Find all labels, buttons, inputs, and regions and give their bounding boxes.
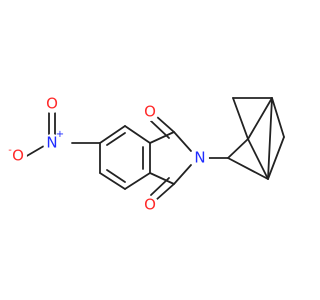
nitro-n-label: N [46, 134, 57, 152]
nitro-o-minus-charge: - [8, 145, 12, 156]
nitro-o-minus-atom: O - [8, 145, 27, 165]
bond-bicyclic-2 [232, 97, 249, 140]
bond-carbonyl-bottom-a [155, 183, 175, 201]
bond-benzene-4 [124, 172, 151, 190]
molecule-canvas: N + O - O N O O [8, 94, 285, 214]
nitro-n-charge: + [56, 129, 64, 140]
bond-carbonyl-top-b [150, 120, 170, 139]
nitro-o-top-atom: O [43, 95, 61, 113]
atom-label-layer: N + O - O N O O [8, 95, 209, 214]
bond-bicyclic-8 [247, 97, 273, 140]
bond-bicyclic-4 [271, 97, 285, 138]
nitro-o-top-label: O [46, 95, 58, 113]
nitro-n-atom: N + [43, 129, 64, 152]
carbonyl-o-top-label: O [144, 103, 156, 121]
bond-bicyclic-7 [247, 138, 269, 180]
bond-imide-top-n [173, 131, 192, 152]
bond-imide-top [149, 131, 175, 144]
carbonyl-o-bottom-label: O [144, 196, 156, 214]
bond-bicyclic-9 [267, 97, 273, 180]
bond-carbonyl-bottom-b [150, 177, 170, 196]
molecule-structure: N + O - O N O O [8, 95, 285, 214]
bond-benzene-inner-3 [106, 169, 126, 183]
bond-benzene-2 [124, 125, 151, 144]
bond-bicyclic-5 [267, 136, 285, 180]
bond-bicyclic-6 [227, 157, 269, 180]
bond-benzene-inner-1 [106, 132, 126, 146]
bond-imide-bottom-n [173, 164, 192, 185]
bond-benzene-1 [99, 125, 126, 144]
bond-benzene-5 [99, 172, 126, 190]
carbonyl-o-bottom-atom: O [141, 196, 159, 214]
imide-n-label: N [194, 149, 205, 167]
carbonyl-o-top-atom: O [141, 103, 159, 121]
imide-n-atom: N [191, 149, 209, 167]
bond-bicyclic-1 [227, 138, 249, 159]
bond-imide-bottom [149, 172, 175, 185]
bond-layer [24, 97, 285, 201]
nitro-o-minus-label: O [12, 147, 24, 165]
bond-carbonyl-top-a [155, 115, 175, 133]
